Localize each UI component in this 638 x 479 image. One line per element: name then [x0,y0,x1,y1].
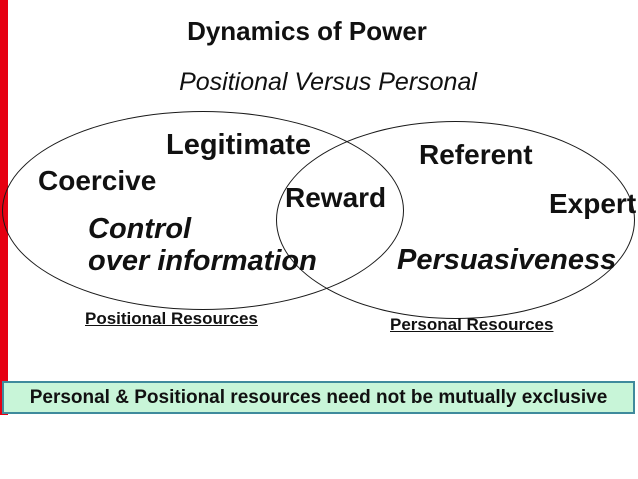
label-control-line2: over information [88,245,317,277]
personal-resources-caption: Personal Resources [390,315,554,334]
label-control-line1: Control [88,213,192,245]
slide-subtitle: Positional Versus Personal [179,68,477,96]
label-coercive: Coercive [38,165,157,196]
label-reward: Reward [285,182,387,213]
personal-power-ellipse [276,121,635,319]
bottom-banner: Personal & Positional resources need not… [2,381,635,414]
label-expert: Expert [549,188,637,219]
bottom-banner-text: Personal & Positional resources need not… [29,386,608,408]
label-persuasiveness: Persuasiveness [397,244,617,276]
label-legitimate: Legitimate [166,129,312,161]
positional-resources-caption: Positional Resources [85,309,258,328]
slide-title: Dynamics of Power [187,16,427,46]
label-referent: Referent [419,139,533,170]
